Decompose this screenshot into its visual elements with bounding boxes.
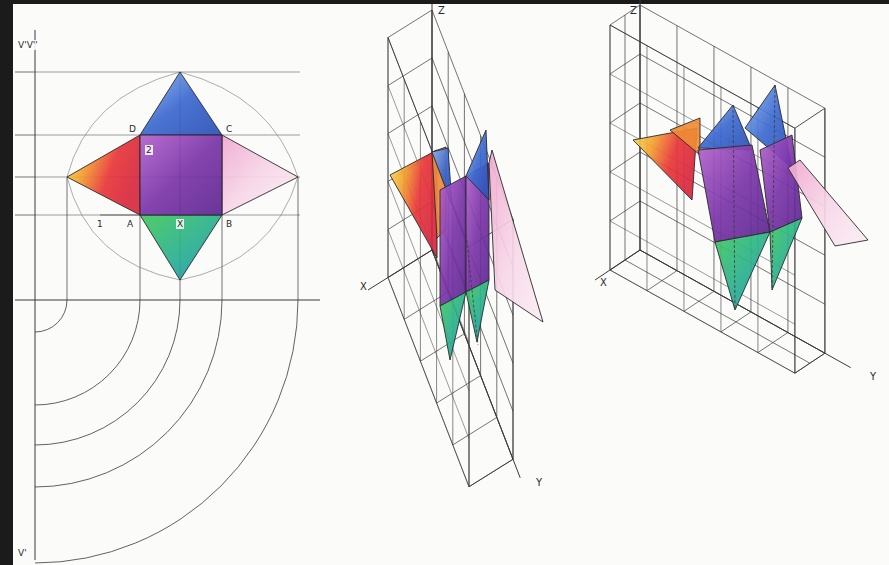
rotation-arc — [35, 300, 298, 563]
construction-line — [610, 25, 611, 270]
rotation-arc — [35, 300, 222, 487]
construction-line — [640, 0, 641, 250]
pyramid-face — [140, 215, 222, 280]
isometric-view — [595, 0, 868, 373]
construction-line — [15, 177, 35, 178]
construction-line — [15, 72, 35, 73]
pyramid-face — [489, 150, 543, 322]
construction-line — [388, 38, 389, 278]
construction-line — [469, 459, 513, 487]
construction-line — [469, 459, 513, 487]
construction-line — [388, 38, 389, 278]
construction-line — [437, 376, 481, 404]
axis-label: X — [600, 278, 607, 288]
construction-line — [388, 10, 432, 38]
rotation-arc — [35, 300, 140, 405]
pyramid-face — [670, 118, 700, 155]
construction-line — [15, 215, 35, 216]
axis-label: X — [360, 282, 367, 292]
construction-line — [795, 108, 825, 128]
construction-line — [35, 72, 300, 73]
construction-line — [368, 250, 432, 290]
construction-line — [610, 270, 795, 373]
point-label: V'V'' — [17, 40, 39, 50]
pyramid-face — [715, 232, 770, 310]
construction-line — [420, 121, 421, 361]
point-label: 1 — [97, 219, 103, 229]
pyramid-base — [140, 135, 222, 215]
construction-line — [610, 201, 640, 221]
pyramid-net — [15, 30, 320, 563]
pyramid-face — [760, 135, 802, 232]
pyramid-face — [140, 72, 222, 135]
construction-line — [733, 105, 735, 310]
isometric-view — [368, 4, 543, 487]
rotation-arc — [35, 300, 180, 445]
pyramid-face — [67, 135, 140, 215]
pyramid-face — [390, 150, 437, 258]
construction-line — [420, 334, 464, 362]
point-label: X — [176, 219, 184, 229]
construction-line — [15, 300, 320, 301]
construction-line — [824, 108, 825, 353]
construction-line — [388, 58, 432, 86]
construction-line — [298, 177, 299, 300]
axis-label: Z — [630, 6, 637, 16]
construction-line — [100, 215, 140, 216]
construction-line — [67, 177, 68, 300]
frame-band — [0, 0, 13, 565]
point-label: C — [226, 124, 232, 134]
construction-line — [824, 108, 825, 353]
axis-label: Y — [870, 372, 876, 382]
construction-line — [795, 353, 825, 373]
pyramid-face — [466, 280, 489, 342]
construction-line — [610, 270, 795, 373]
construction-line — [772, 85, 775, 290]
pyramid-face — [770, 218, 802, 290]
rotation-arc — [35, 300, 67, 332]
construction-line — [388, 278, 469, 487]
construction-line — [610, 54, 640, 74]
construction-line — [610, 221, 795, 324]
construction-line — [610, 5, 640, 25]
construction-line — [610, 25, 611, 270]
point-label: A — [127, 219, 133, 229]
construction-line — [640, 5, 825, 108]
pyramid-face — [698, 105, 752, 150]
pyramid-face — [466, 130, 489, 200]
point-label: V' — [18, 548, 27, 558]
construction-line — [453, 417, 497, 445]
frame-band — [0, 0, 889, 4]
axis-label: Y — [536, 478, 542, 488]
point-label: D — [129, 124, 136, 134]
point-label: B — [226, 219, 232, 229]
construction-line — [625, 260, 810, 363]
construction-line — [795, 353, 825, 373]
construction-line — [625, 15, 626, 260]
construction-line — [35, 30, 36, 560]
pyramid-face — [222, 135, 298, 215]
construction-line — [610, 103, 640, 123]
pyramid-face — [440, 176, 466, 306]
point-label: 2 — [145, 145, 153, 155]
construction-line — [595, 250, 640, 280]
construction-line — [610, 152, 640, 172]
construction-line — [388, 278, 469, 487]
pyramid-face — [788, 160, 868, 246]
construction-line — [466, 235, 478, 345]
construction-line — [15, 135, 35, 136]
pyramid-face — [440, 292, 466, 360]
construction-line — [388, 106, 432, 134]
axis-label: Z — [438, 6, 445, 16]
